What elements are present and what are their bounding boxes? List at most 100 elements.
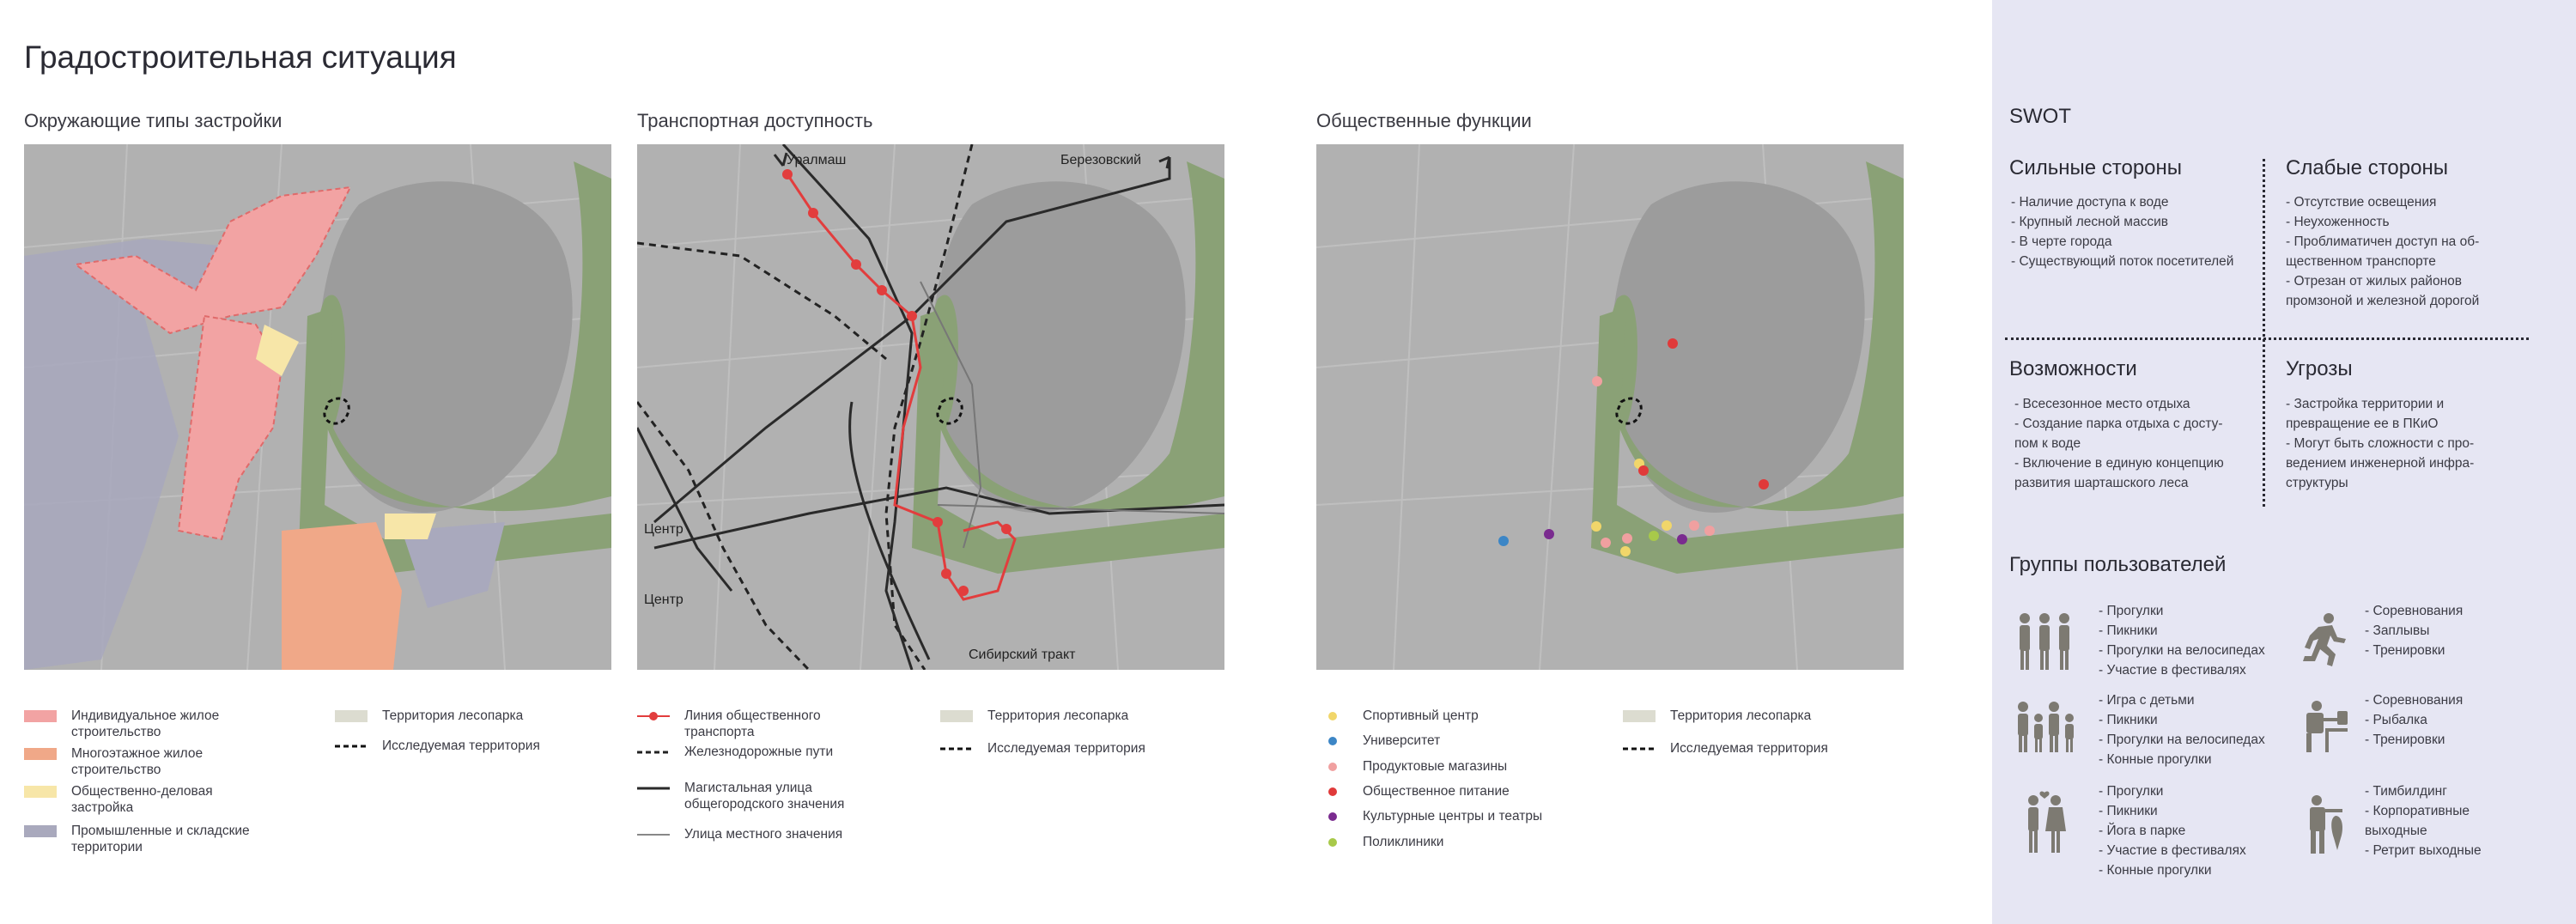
strengths-list: - Наличие доступа к воде - Крупный лесно… [2011,195,2234,269]
legend-label: Линия общественного транспорта [684,708,821,739]
swot-panel: SWOT Сильные стороны - Наличие доступа к… [1992,0,2576,924]
legend-label: Многоэтажное жилое строительство [71,746,204,777]
page-title: Градостроительная ситуация [24,40,457,75]
legend-label: Поликлиники [1363,835,1444,849]
legend-swatch [637,782,670,794]
legend-industrial: Промышленные и складские территории [24,823,282,855]
legend-label: Территория лесопарка [1670,708,1812,723]
legend-label: Исследуемая территория [1670,741,1828,756]
opportunities-title: Возможности [2009,357,2137,380]
legend-label: Улица местного значения [684,827,843,842]
legend-label: Спортивный центр [1363,708,1479,723]
user-group-list: - Прогулки - Пикники - Йога в парке - Уч… [2099,784,2246,878]
swot-vertical-divider [2263,159,2265,507]
weaknesses-list: - Отсутствие освещения - Неухоженность -… [2286,195,2480,308]
industrial-zone [24,239,256,670]
business-zone [256,325,299,376]
legend-dot [1328,712,1337,720]
function-markers [1498,338,1769,556]
legend-business: Общественно-деловая застройка [24,783,282,816]
swot-horizontal-divider [2005,337,2529,340]
legend-label: Территория лесопарка [382,708,524,723]
legend-clinic: Поликлиники [1328,834,1443,850]
legend-transit-line: Линия общественного транспорта [637,708,912,740]
lake [319,181,573,513]
legend-label: Территория лесопарка [987,708,1129,723]
user-groups-title: Группы пользователей [2009,553,2227,576]
legend-study-area: Исследуемая территория [335,738,540,754]
user-group-list: - Соревнования - Заплывы - Тренировки [2365,604,2464,658]
couple-icon [2021,790,2069,854]
legend-label: Общественное питание [1363,784,1510,799]
legend-swatch [24,710,57,722]
legend-swatch [24,786,57,798]
weaknesses-title: Слабые стороны [2286,156,2448,179]
legend-label: Общественно-деловая застройка [71,784,213,815]
threats-list: - Застройка территории и превращение ее … [2286,397,2475,490]
legend-swatch [637,710,670,722]
functions-map [1316,144,1904,670]
legend-sport: Спортивный центр [1328,708,1479,724]
study-area [323,397,350,425]
strengths-title: Сильные стороны [2009,156,2183,179]
legend-swatch [335,710,368,722]
legend-study-area: Исследуемая территория [940,740,1145,757]
legend-dot [1328,812,1337,821]
local-street [920,281,982,549]
runner-icon [2298,611,2349,668]
legend-individual: Индивидуальное жилое строительство [24,708,282,740]
legend-swatch [940,710,973,722]
legend-swatch [637,829,670,841]
legend-swatch [24,748,57,760]
legend-forest: Территория лесопарка [940,708,1128,724]
swot-title: SWOT [2009,105,2071,128]
railway-line [637,241,887,361]
legend-main-street: Магистальная улица общегородского значен… [637,780,912,812]
opportunities-list: - Всесезонное место отдыха - Создание па… [2014,397,2224,490]
legend-label: Исследуемая территория [382,739,540,753]
legend-multistorey: Многоэтажное жилое строительство [24,745,282,778]
legend-swatch [335,740,368,752]
legend-dot [1328,737,1337,745]
legend-dot [1328,787,1337,796]
user-group-list: - Прогулки - Пикники - Прогулки на велос… [2099,604,2265,678]
legend-forest: Территория лесопарка [335,708,523,724]
building-types-title: Окружающие типы застройки [24,110,283,131]
map-label-sibirsky: Сибирский тракт [969,647,1076,662]
legend-label: Исследуемая территория [987,741,1145,756]
legend-dot [1328,838,1337,847]
legend-dot [1328,763,1337,771]
functions-title: Общественные функции [1316,110,1532,131]
family-icon [2014,701,2080,752]
legend-railway: Железнодорожные пути [637,744,833,760]
legend-swatch [940,743,973,755]
team-icon [2303,793,2348,854]
legend-label: Промышленные и складские территории [71,824,250,854]
legend-swatch [1623,710,1656,722]
map-label-center-1: Центр [644,522,683,537]
legend-swatch [637,746,670,758]
map-label-center-2: Центр [644,593,683,607]
legend-grocery: Продуктовые магазины [1328,758,1507,775]
legend-label: Продуктовые магазины [1363,759,1508,774]
multistorey-housing [282,522,402,670]
legend-study-area: Исследуемая территория [1623,740,1828,757]
individual-housing [73,185,352,335]
building-types-map [24,144,611,670]
legend-food: Общественное питание [1328,783,1510,799]
legend-local-street: Улица местного значения [637,826,842,842]
legend-swatch [24,825,57,837]
legend-label: Университет [1363,733,1441,748]
legend-label: Железнодорожные пути [684,745,834,759]
legend-label: Индивидуальное жилое строительство [71,708,220,739]
transit-line [786,173,1017,601]
legend-forest: Территория лесопарка [1623,708,1811,724]
user-group-list: - Соревнования - Рыбалка - Тренировки [2365,693,2464,747]
user-group-list: - Тимбилдинг - Корпоративные выходные - … [2365,784,2482,858]
fisherman-icon [2300,699,2351,752]
user-group-list: - Игра с детьми - Пикники - Прогулки на … [2099,693,2265,767]
transport-map: Уралмаш Березовский Центр Центр Сибирски… [637,144,1224,670]
legend-swatch [1623,743,1656,755]
map-label-berezovsky: Березовский [1060,153,1142,167]
three-adults-icon [2014,611,2075,672]
